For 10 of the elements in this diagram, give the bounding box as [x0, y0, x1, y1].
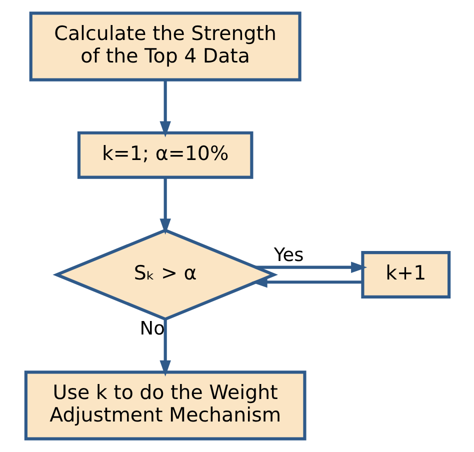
arrow — [159, 80, 170, 138]
arrow — [250, 276, 362, 288]
arrow — [255, 262, 367, 273]
node-box: k+1 — [360, 250, 450, 298]
edge-label: No — [139, 318, 164, 340]
node-box: Calculate the Strength of the Top 4 Data — [28, 12, 301, 82]
node-box: Use k to do the Weight Adjustment Mechanism — [24, 370, 306, 440]
arrow — [159, 178, 170, 235]
node-box: k=1; α=10% — [76, 131, 253, 179]
arrow — [159, 319, 170, 376]
